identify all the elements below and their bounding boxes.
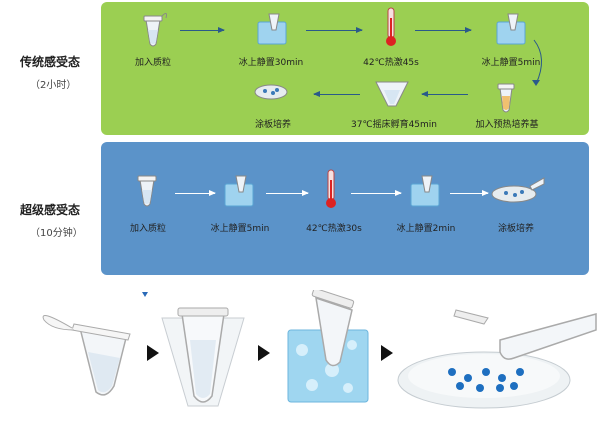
- super-duration: （10分钟）: [30, 228, 83, 239]
- super-step-3: 42℃热激30s: [306, 224, 362, 234]
- trad-step-7: 涂板培养: [254, 120, 292, 130]
- super-step-1: 加入质粒: [129, 224, 167, 234]
- arrow-s1: [175, 190, 216, 196]
- tube-in-rack-illustration: [161, 307, 245, 407]
- large-tube-illustration: [42, 315, 131, 396]
- arrow-1: [180, 27, 225, 33]
- petri-dish-illustration: [397, 309, 597, 409]
- arrow-3: [415, 27, 472, 33]
- flow-arrow-2: [258, 345, 270, 361]
- trad-step-5: 加入预热培养基: [475, 120, 539, 130]
- ice-tube-icon-3: [224, 175, 254, 207]
- petri-dish-icon: [254, 84, 288, 100]
- arrow-s3: [351, 190, 402, 196]
- tube-icon: [143, 12, 167, 47]
- arrow-s4: [450, 190, 489, 196]
- trad-step-3: 42℃热激45s: [363, 58, 419, 68]
- trad-step-2: 冰上静置30min: [238, 58, 304, 68]
- super-step-2: 冰上静置5min: [210, 224, 270, 234]
- trad-step-4: 冰上静置5min: [481, 58, 541, 68]
- super-step-5: 涂板培养: [497, 224, 535, 234]
- arrow-s2: [266, 190, 309, 196]
- ice-tube-icon-4: [410, 175, 440, 207]
- ice-tube-icon-2: [496, 13, 526, 45]
- super-panel: [101, 142, 589, 275]
- shaker-flask-icon: [375, 81, 409, 107]
- ice-block-illustration: [287, 290, 369, 403]
- tube-icon-2: [497, 83, 515, 113]
- petri-dish-icon-2: [491, 177, 545, 203]
- trad-step-6: 37℃摇床孵育45min: [351, 120, 437, 130]
- arrow-5: [421, 91, 468, 97]
- thermometer-icon-2: [326, 169, 336, 208]
- ice-tube-icon: [257, 13, 287, 45]
- traditional-duration: （2小时）: [30, 80, 77, 91]
- trad-step-1: 加入质粒: [134, 58, 172, 68]
- curve-arrow: [532, 39, 542, 86]
- marker-icon: [142, 292, 148, 297]
- arrow-2: [306, 27, 363, 33]
- flow-arrow-1: [147, 345, 159, 361]
- traditional-title: 传统感受态: [20, 55, 81, 69]
- arrow-6: [313, 91, 360, 97]
- thermometer-icon: [386, 7, 396, 46]
- tube-icon-3: [137, 175, 157, 207]
- super-step-4: 冰上静置2min: [396, 224, 456, 234]
- super-title: 超级感受态: [20, 203, 81, 217]
- flow-arrow-3: [381, 345, 393, 361]
